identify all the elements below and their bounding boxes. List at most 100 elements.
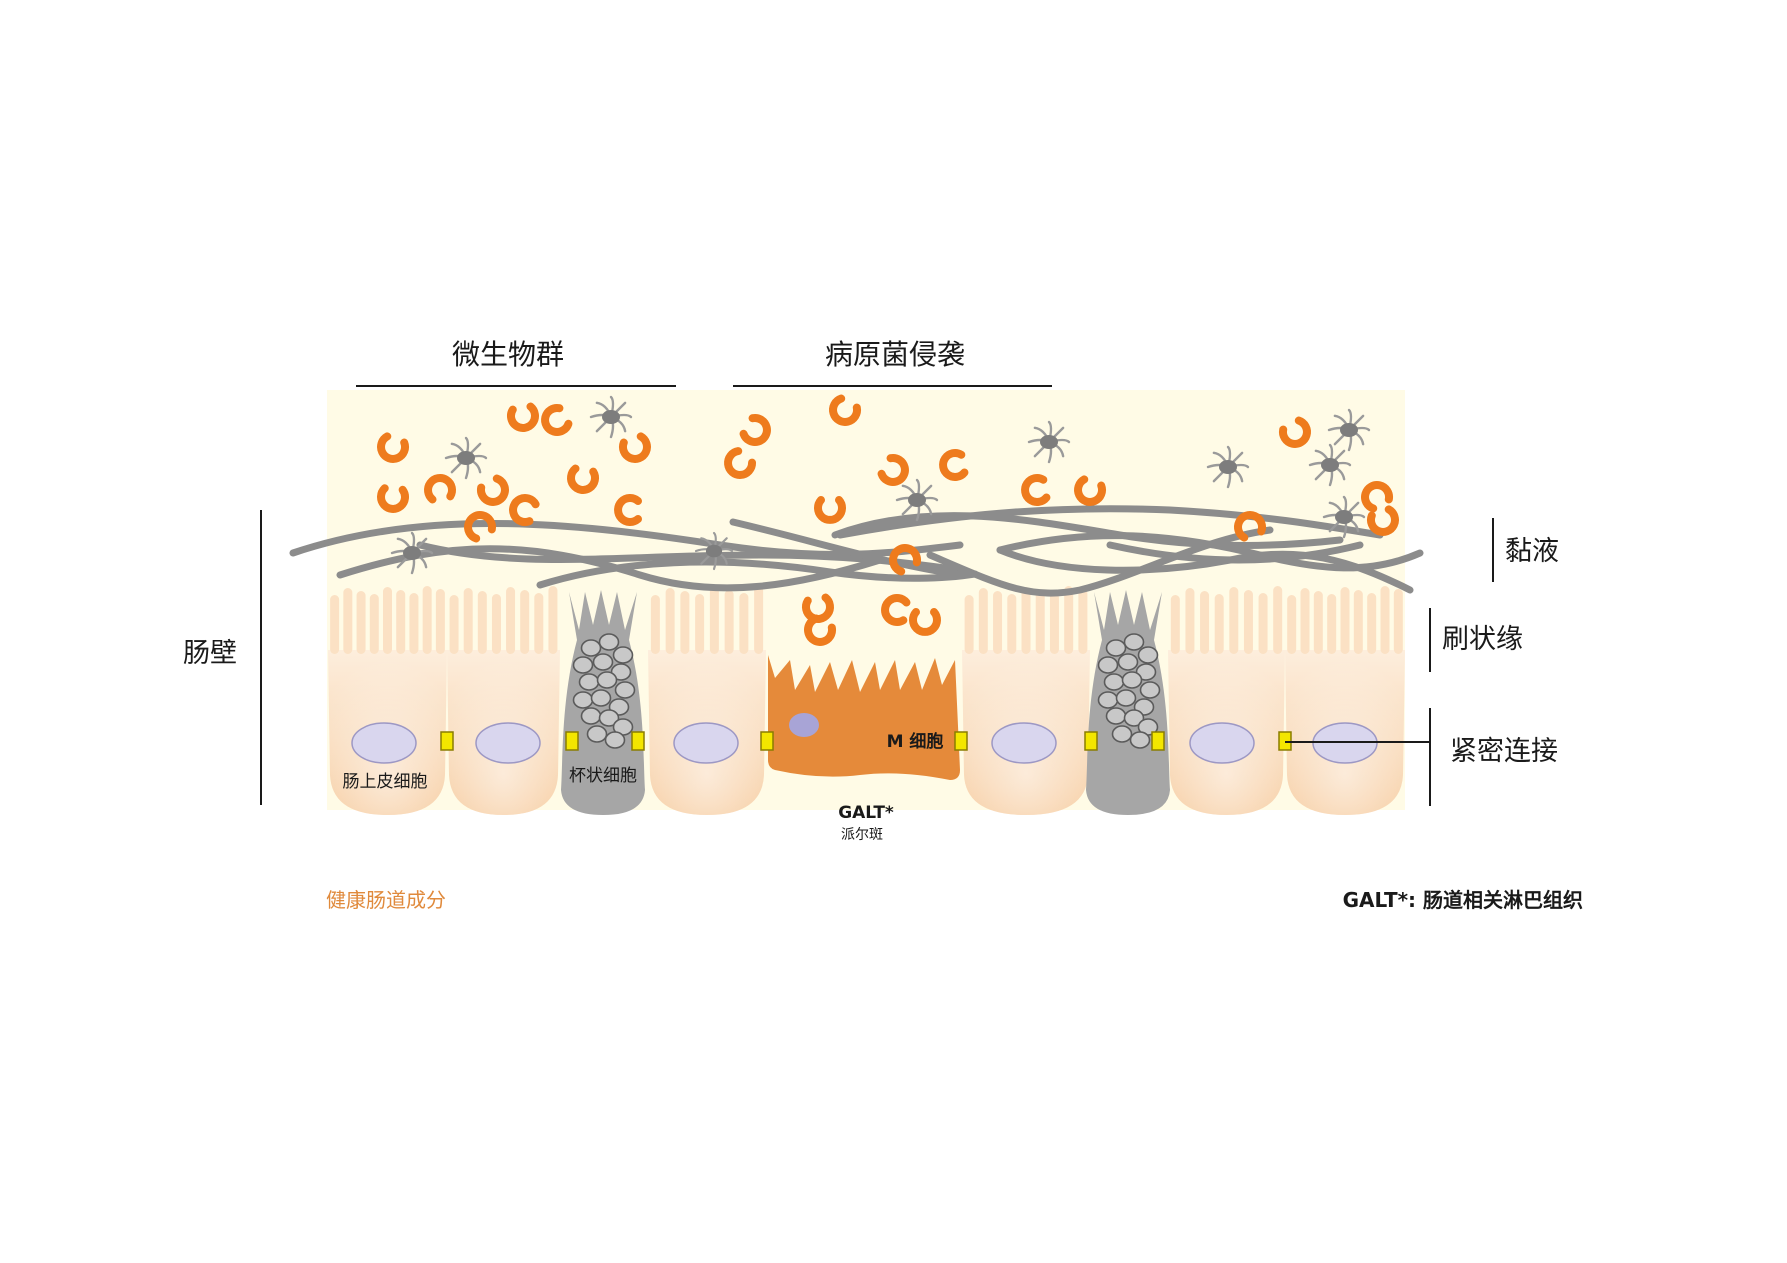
bacterium-body (909, 608, 941, 636)
microvillus (463, 588, 473, 654)
mucin-granule (612, 646, 634, 664)
bacterium-icon (889, 544, 922, 576)
bacterium-body (804, 614, 837, 646)
tight-junction-label: 紧密连接 (1450, 736, 1558, 767)
bacterium-icon (877, 453, 909, 486)
microvillus (1327, 594, 1337, 654)
mucin-granule (572, 656, 594, 674)
microvillus (1300, 588, 1310, 654)
bacterium-icon (476, 474, 509, 506)
mucin-granule (1135, 663, 1157, 681)
bacterium-icon (1234, 511, 1266, 542)
microvillus (739, 593, 749, 654)
mucin-granule (1117, 653, 1139, 671)
bacterium-body (829, 394, 862, 426)
bacterium-body (1021, 474, 1051, 506)
microvillus (449, 595, 459, 654)
mucin-granule (572, 691, 594, 709)
microvillus (964, 595, 974, 654)
mucin-granule (1139, 681, 1161, 699)
mucin-granule (1137, 646, 1159, 664)
microvillus (1313, 591, 1323, 654)
bacterium-icon (814, 496, 846, 524)
bacterium-icon (804, 614, 837, 646)
microbe-core (705, 544, 723, 558)
microbe-core (602, 410, 620, 424)
m-cell-body (768, 655, 960, 780)
microvillus (506, 587, 516, 654)
mucin-granule (1115, 689, 1137, 707)
microvillus (1258, 593, 1268, 654)
bacterium-body (889, 544, 922, 576)
microvillus (1367, 593, 1377, 654)
microvillus (978, 588, 988, 654)
microvillus (491, 594, 501, 654)
microbe-icon (1308, 443, 1352, 487)
tight-junction-marker (1151, 731, 1165, 751)
bacterium-icon (464, 511, 497, 543)
galt-footnote: GALT*: 肠道相关淋巴组织 (1343, 888, 1583, 912)
bacterium-icon (909, 608, 941, 636)
microbe-icon (390, 531, 434, 575)
microbe-icon (1327, 408, 1371, 452)
microvillus (1035, 590, 1045, 654)
microvillus (1170, 595, 1180, 654)
bacterium-body (1234, 511, 1266, 542)
mucin-granule (598, 709, 620, 727)
mucin-granule (580, 707, 602, 725)
microvillus (1200, 591, 1210, 654)
mucin-granule (614, 681, 636, 699)
microvillus (1021, 587, 1031, 654)
microvillus (1340, 587, 1350, 654)
microbe-icon (1027, 420, 1071, 464)
bacterium-body (509, 494, 540, 526)
mucin-granule (590, 689, 612, 707)
microvillus (1064, 586, 1074, 654)
bacterium-icon (1361, 481, 1394, 513)
tight-junction-marker (1084, 731, 1098, 751)
microvillus (477, 591, 487, 654)
mucin-granule (1121, 671, 1143, 689)
tight-junction-marker (440, 731, 454, 751)
bacterium-body (476, 474, 509, 506)
goblet-cell (1086, 590, 1170, 815)
microvillus (709, 587, 719, 654)
mucin-granule (1097, 656, 1119, 674)
peyers-patch-label: 派尔斑 (841, 827, 883, 843)
cell-nucleus (991, 722, 1057, 764)
bacterium-icon (509, 494, 540, 526)
mucin-granule (604, 731, 626, 749)
epithelial-cell (962, 586, 1090, 815)
microvillus (356, 591, 366, 654)
microvillus (665, 588, 675, 654)
microvillus (1393, 589, 1403, 654)
goblet-cell-label: 杯状细胞 (569, 766, 637, 786)
m-cell-label: M 细胞 (887, 731, 944, 752)
epithelial-cell (648, 586, 766, 815)
bacterium-icon (424, 474, 456, 504)
microvillus (1078, 589, 1088, 654)
microvillus (330, 595, 340, 654)
bacterium-body (619, 432, 651, 463)
microvillus (409, 593, 419, 654)
microbe-core (1335, 510, 1353, 524)
microvillus (1380, 586, 1390, 654)
microvillus (548, 586, 558, 654)
bacteria-cluster (377, 394, 1399, 646)
mucin-granule (580, 639, 602, 657)
epithelial-cell (1168, 586, 1285, 815)
mucus-fiber (1106, 541, 1364, 564)
microbe-icon (1322, 495, 1366, 539)
bacterium-body (424, 474, 456, 504)
bacterium-body (1361, 481, 1394, 513)
microvillus (396, 590, 406, 654)
microvillus (534, 593, 544, 654)
microbe-core (457, 451, 475, 465)
microvillus (1049, 593, 1059, 654)
epithelial-cell-label: 肠上皮细胞 (343, 772, 428, 792)
bacterium-icon (377, 484, 409, 513)
bacterium-icon (507, 402, 539, 432)
mucin-granule (1103, 673, 1125, 691)
bacterium-body (877, 453, 909, 486)
